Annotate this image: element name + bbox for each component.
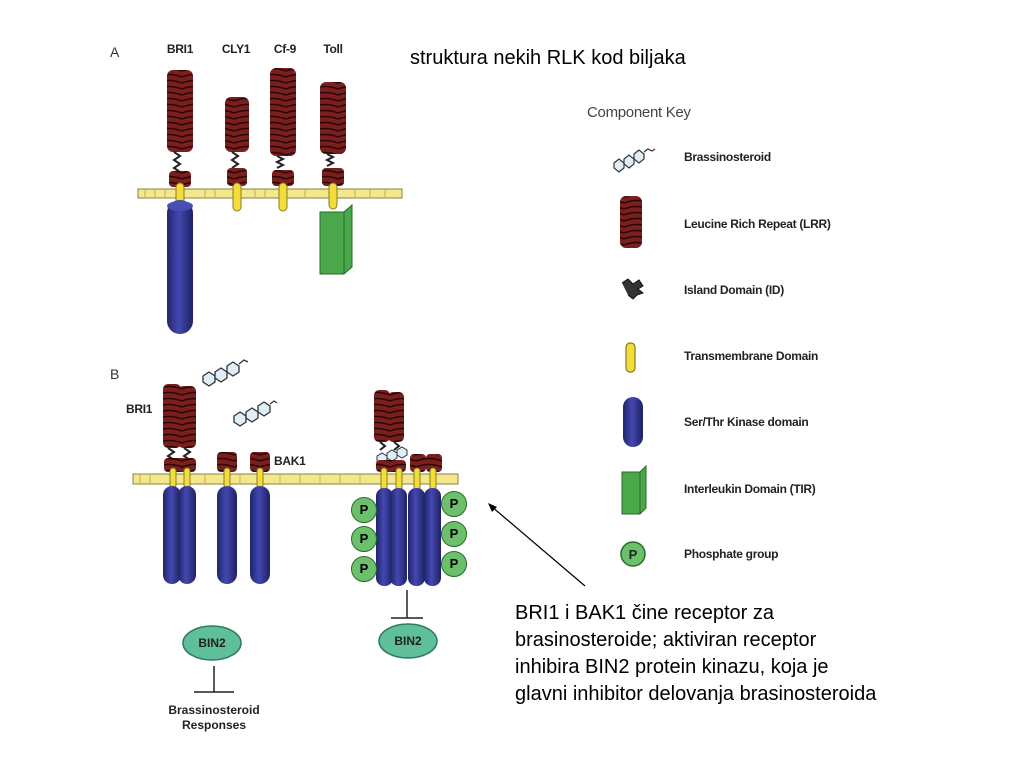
key-tir-shape [621,464,647,515]
bak1-monomer-2 [250,452,270,584]
caption-line-1: BRI1 i BAK1 čine receptor za [515,602,775,624]
caption-line-3: inhibira BIN2 protein kinazu, koja je [515,656,829,678]
brassinosteroid-float-1 [202,359,249,387]
cf9-a-receptor [270,68,296,212]
cf9-a-lrr [270,68,296,156]
svg-text:P: P [629,547,638,562]
key-label-brassinosteroid: Brassinosteroid [684,150,771,164]
label-toll: Toll [323,42,343,56]
phosphate-4: P [441,491,467,517]
responses-line-1: Brassinosteroid [168,703,260,717]
membrane-b [132,473,459,485]
caption: BRI1 i BAK1 čine receptor za brasinoster… [515,600,995,708]
bri1-a-kinase [167,200,193,334]
key-lrr-shape [620,196,642,248]
phosphate-2: P [351,526,377,552]
bri1-a-receptor [167,70,193,334]
responses-label: Brassinosteroid Responses [144,703,284,733]
brassinosteroid-float-2 [233,400,278,427]
bri1-a-island [172,151,182,173]
caption-line-2: brasinosteroide; aktiviran receptor [515,629,817,651]
key-label-phosphate: Phosphate group [684,547,779,561]
label-cf9: Cf-9 [273,42,297,56]
caption-line-4: glavni inhibitor delovanja brasinosteroi… [515,683,877,705]
bin2-right-shape [378,623,438,659]
phosphate-1: P [351,497,377,523]
bin2-left-shape [182,625,242,661]
phosphate-6: P [441,551,467,577]
cly1-a-lrr [225,97,249,152]
caption-arrow-line [490,505,586,587]
bri1-b-label: BRI1 [126,402,153,416]
membrane-a [137,188,403,199]
caption-arrow-head [488,503,497,512]
activated-receptor-complex [374,390,442,586]
panel-b-letter: B [110,366,120,382]
key-label-transmembrane: Transmembrane Domain [684,349,819,363]
bri1-dimer-left [163,384,196,584]
toll-a-lrr [320,82,346,154]
bin2-right-label: BIN2 [394,634,422,648]
toll-a-tir [319,203,353,275]
bak1-label: BAK1 [274,454,306,468]
label-cly1: CLY1 [221,42,251,56]
panel-a-letter: A [110,44,120,60]
phosphate-3: P [351,556,377,582]
bak1-monomer-1 [217,452,237,584]
bin2-left-label: BIN2 [198,636,226,650]
key-label-lrr: Leucine Rich Repeat (LRR) [684,217,831,231]
key-brassinosteroid-shape [613,148,656,173]
key-label-kinase: Ser/Thr Kinase domain [684,415,809,429]
key-label-tir: Interleukin Domain (TIR) [684,482,816,496]
key-label-island: Island Domain (ID) [684,283,784,297]
key-island-shape [621,278,645,300]
key-transmembrane-shape [625,342,636,373]
key-title: Component Key [587,104,691,121]
key-kinase-shape [623,397,643,447]
toll-a-receptor [319,82,353,275]
key-phosphate-shape [620,541,646,567]
bri1-a-lrr [167,70,193,152]
label-bri1: BRI1 [166,42,194,56]
cly1-a-receptor [225,97,249,212]
page-title: struktura nekih RLK kod biljaka [410,47,686,69]
phosphate-5: P [441,521,467,547]
responses-line-2: Responses [181,718,247,732]
